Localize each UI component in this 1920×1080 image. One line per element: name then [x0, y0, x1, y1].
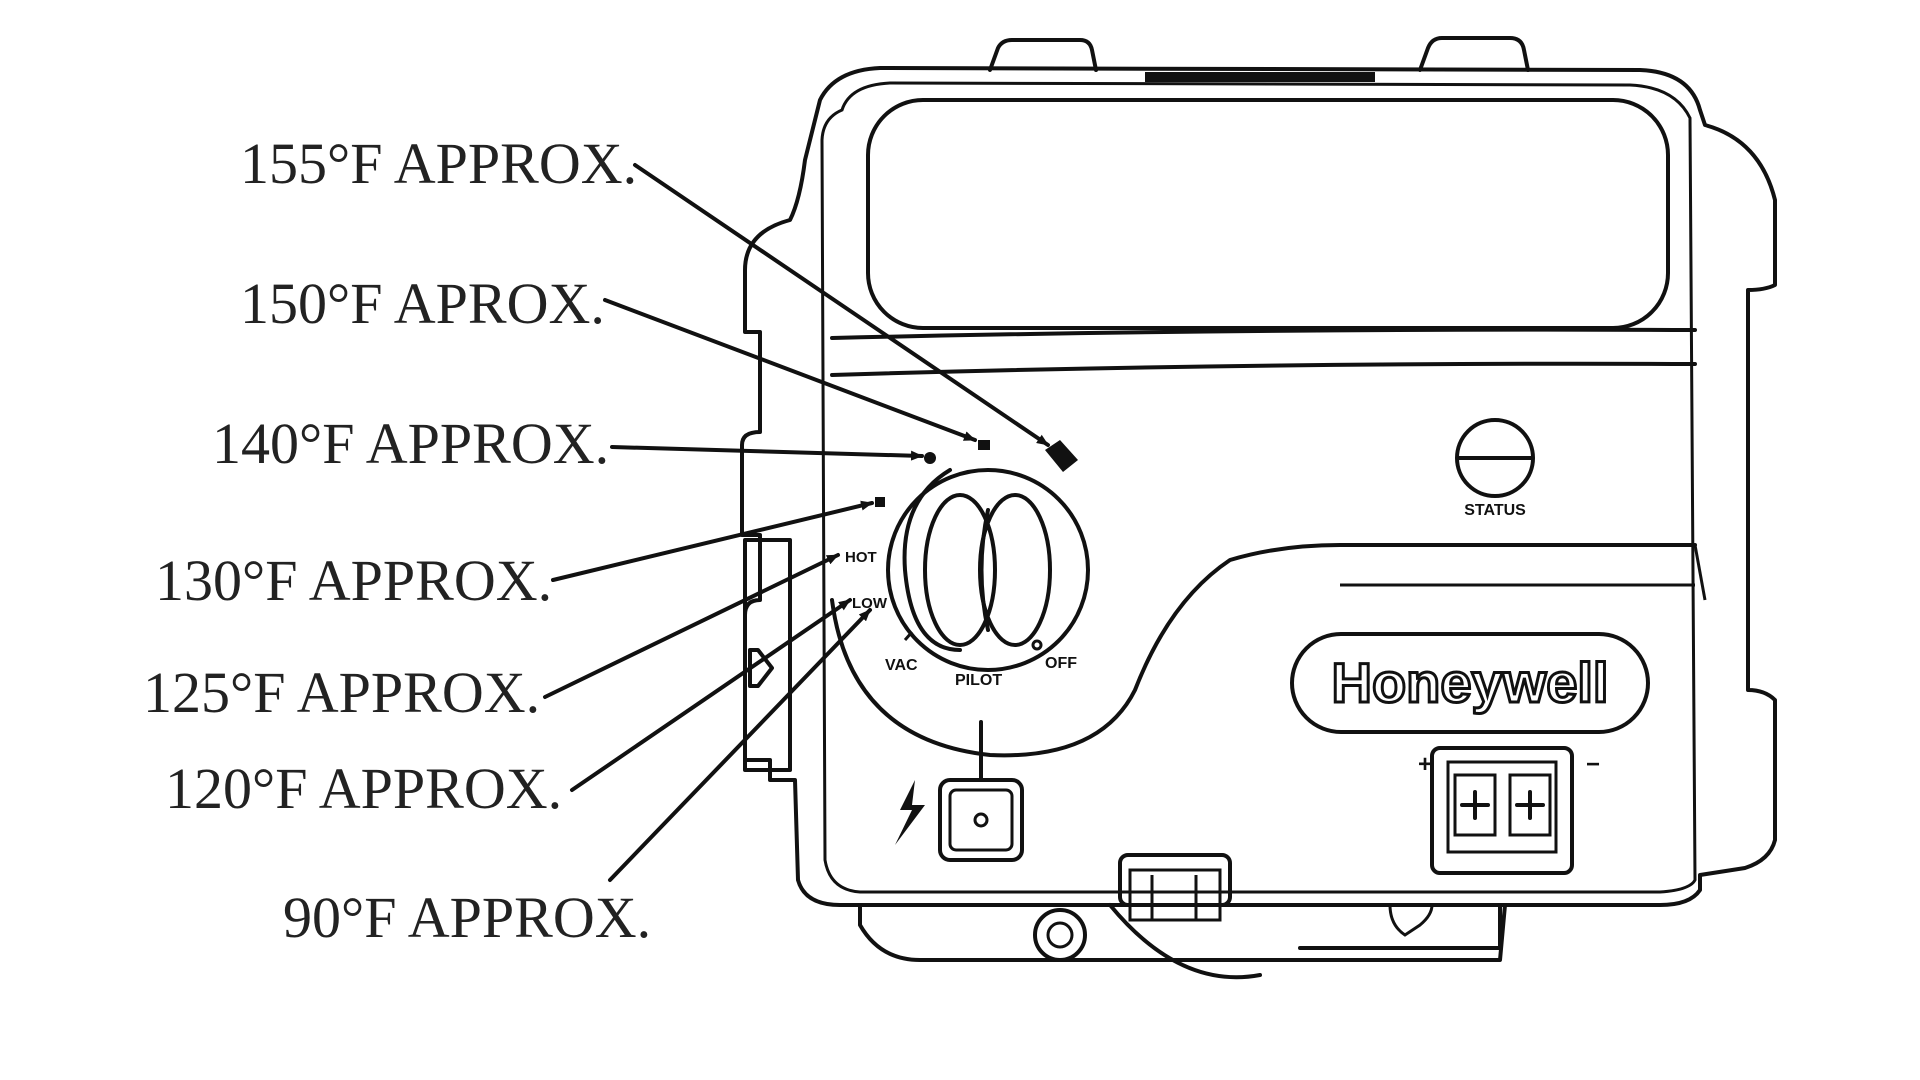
leader-130f: [551, 500, 874, 582]
mark-140: [924, 452, 936, 464]
temperature-dial[interactable]: HOT LOW VAC PILOT OFF: [845, 440, 1090, 689]
inner-shell: [820, 81, 1697, 894]
bottom-notch: [1388, 904, 1434, 937]
dial-inner-arc: [902, 468, 962, 652]
leader-155f: [633, 163, 1050, 447]
top-tab-right: [1418, 36, 1530, 72]
top-tab-left: [988, 38, 1098, 72]
sensor-connector: + −: [1418, 746, 1600, 875]
status-indicator: STATUS: [1455, 418, 1535, 519]
dial-grip-right: [978, 493, 1052, 647]
label-150f: 150°F APROX.: [240, 271, 605, 336]
band-line-lower: [830, 361, 1697, 377]
connector-minus: −: [1586, 751, 1600, 778]
bottom-knob-inner: [1046, 921, 1074, 949]
side-clip: [743, 538, 792, 772]
off-dot: [1031, 639, 1043, 651]
mark-130: [875, 497, 885, 507]
bottom-rail: [1298, 903, 1502, 950]
connector-plus: +: [1418, 751, 1432, 778]
dial-mark-low: LOW: [852, 595, 888, 612]
dial-mark-pilot: PILOT: [955, 672, 1002, 689]
leader-120f: [570, 598, 852, 792]
mark-150: [978, 440, 990, 450]
brand-badge: Honeywell: [1290, 632, 1650, 734]
leader-150f: [603, 298, 977, 442]
top-slot: [1145, 72, 1375, 82]
label-125f: 125°F APPROX.: [143, 660, 540, 725]
bottom-connector: [1118, 853, 1232, 907]
lightning-icon: [895, 780, 925, 845]
label-130f: 130°F APPROX.: [155, 548, 552, 613]
label-155f: 155°F APPROX.: [240, 131, 637, 196]
connector-housing-inner: [1446, 760, 1558, 854]
dial-grip-left: [923, 493, 997, 647]
mark-155-very-hot: [1045, 440, 1078, 472]
bottom-base: [858, 903, 1507, 962]
leader-140f: [610, 445, 924, 461]
band-line-upper: [830, 327, 1697, 340]
status-label: STATUS: [1464, 502, 1526, 519]
leader-90f: [608, 608, 872, 882]
leader-lines: [543, 163, 1050, 882]
ignition-block-inner: [948, 788, 1014, 852]
label-90f: 90°F APPROX.: [283, 885, 651, 950]
connector-housing: [1430, 746, 1574, 875]
dial-housing-edge: [830, 543, 1697, 758]
brand-logo: Honeywell: [1332, 651, 1609, 714]
edge-joint: [1693, 544, 1707, 601]
dial-grip-center: [979, 508, 990, 632]
dial-mark-vac: VAC: [885, 657, 918, 674]
ignition-dot: [973, 812, 989, 828]
label-140f: 140°F APPROX.: [212, 411, 609, 476]
device-body: [740, 36, 1777, 980]
leader-125f: [543, 553, 840, 699]
outer-shell: [740, 66, 1777, 907]
display-window: [866, 98, 1670, 330]
brand-badge-outline: [1290, 632, 1650, 734]
dial-mark-off: OFF: [1045, 655, 1077, 672]
dial-outer-ring: [886, 468, 1090, 672]
bottom-knob: [1033, 908, 1087, 962]
bottom-curve: [1108, 903, 1262, 980]
label-120f: 120°F APPROX.: [165, 756, 562, 821]
bottom-connector-inner: [1128, 868, 1222, 922]
callout-labels: 155°F APPROX. 150°F APROX. 140°F APPROX.…: [143, 131, 651, 950]
dial-mark-hot: HOT: [845, 549, 877, 566]
side-clip-arrow: [748, 648, 774, 688]
